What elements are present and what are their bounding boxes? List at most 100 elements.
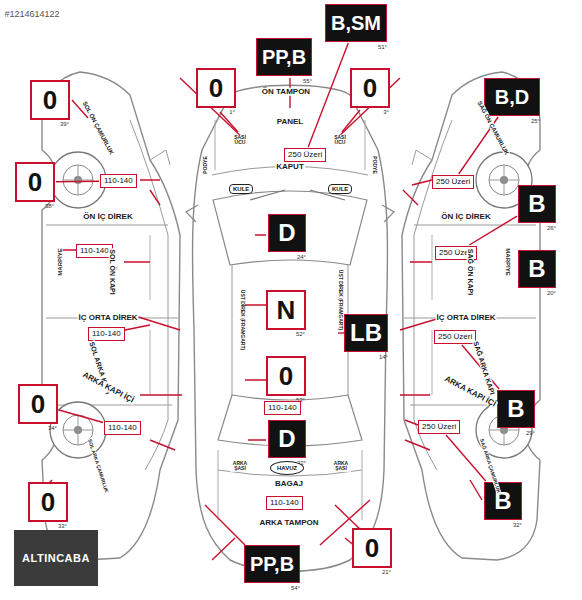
part-label: SOL ÖN KAPI	[108, 248, 115, 295]
part-label: SAĞ ARKA KAPI	[472, 340, 497, 397]
damage-box: B,D25°	[484, 78, 540, 116]
part-label: İÇ ORTA DİREK	[435, 314, 496, 322]
angle-value: 55°	[303, 78, 312, 84]
part-label: KAPUT	[275, 163, 305, 171]
logo-box: ALTINCABA	[14, 530, 98, 586]
angle-value: 52°	[296, 331, 305, 337]
measure-box: 110-140	[76, 244, 113, 258]
part-label: ŞASİ UCU	[230, 135, 250, 146]
box-text: 0	[43, 87, 57, 113]
box-text: PP,B	[262, 47, 306, 67]
part-label: MARPİYE	[57, 247, 63, 276]
inspection-box: 034°	[18, 384, 58, 424]
angle-value: 51°	[378, 44, 387, 50]
part-label: PODYE	[203, 155, 208, 175]
listing-number: #1214614122	[3, 10, 60, 19]
part-label: ARKA TAMPON	[258, 519, 319, 527]
part-label: SOL ARKA ÇAMURLUK	[87, 438, 110, 495]
box-text: 110-140	[92, 330, 121, 338]
damage-box: LB14°	[344, 314, 388, 352]
damage-box: D22°	[268, 420, 306, 458]
part-label: SAĞ ÖN KAPI	[466, 248, 473, 296]
angle-value: 20°	[547, 290, 556, 296]
box-text: 250 Üzeri	[422, 423, 456, 431]
leader-line	[56, 181, 99, 183]
box-text: 250 Üzeri	[438, 333, 472, 341]
angle-value: 25°	[531, 118, 540, 124]
inspection-box: 053°	[266, 356, 306, 396]
part-label: ÖN İÇ DİREK	[440, 213, 491, 221]
measure-box: 250 Üzeri	[284, 148, 326, 162]
angle-value: 33°	[58, 523, 67, 529]
measure-box: 110-140	[104, 421, 141, 435]
part-label: ŞASİ UCU	[330, 135, 350, 146]
box-text: B,SM	[331, 13, 381, 33]
leader-line	[59, 410, 103, 423]
box-text: 0	[41, 489, 55, 515]
box-text: B	[528, 257, 545, 281]
box-text: 110-140	[104, 177, 133, 185]
box-text: 110-140	[270, 499, 299, 507]
inspection-box: 01°	[196, 68, 236, 108]
box-text: N	[277, 297, 296, 323]
tower-box: KULE	[328, 184, 352, 194]
inspection-box: 038°	[15, 162, 55, 202]
part-label: ARKA KAPI İÇİ	[80, 371, 136, 406]
damage-box: B,SM51°	[325, 4, 387, 42]
angle-value: 38°	[45, 203, 54, 209]
angle-value: 21°	[382, 569, 391, 575]
angle-value: 3°	[383, 109, 389, 115]
damage-box: PP,B55°	[256, 38, 312, 76]
box-text: 110-140	[80, 247, 109, 255]
box-text: KULE	[233, 186, 249, 192]
measure-box: 250 Üzeri	[434, 330, 476, 344]
angle-value: 14°	[379, 354, 388, 360]
inspection-box: 033°	[28, 482, 68, 522]
measure-box: 110-140	[264, 401, 301, 415]
part-label: ARKA ŞASİ	[331, 461, 351, 472]
damage-box: B32°	[484, 482, 522, 520]
inspection-box: 021°	[352, 528, 392, 568]
part-label: ÜST DİREK (FRAMGART)	[239, 289, 244, 351]
measure-box: 110-140	[88, 327, 125, 341]
box-text: 0	[365, 535, 379, 561]
angle-value: 39°	[60, 121, 69, 127]
measure-box: 110-140	[266, 496, 303, 510]
box-text: ALTINCABA	[22, 553, 90, 564]
inspection-box: N52°	[266, 290, 306, 330]
box-text: 0	[363, 75, 377, 101]
box-text: B,D	[495, 87, 529, 107]
box-text: 0	[209, 75, 223, 101]
part-label: ÖN İÇ DİREK	[82, 213, 133, 221]
angle-value: 1°	[229, 109, 235, 115]
angle-value: 54°	[291, 585, 300, 591]
part-label: ÜST DİREK (FRAMGART)	[337, 269, 342, 331]
box-text: HAVUZ	[277, 465, 297, 471]
tower-box: KULE	[229, 184, 253, 194]
box-text: B	[507, 397, 524, 421]
damage-box: B29°	[497, 390, 535, 428]
box-text: 0	[279, 363, 293, 389]
box-text: KULE	[332, 186, 348, 192]
angle-value: 32°	[513, 522, 522, 528]
part-label: SOL ÖN ÇAMURLUK	[81, 99, 115, 156]
damage-box: D24°	[268, 214, 306, 252]
damage-box: PP,B54°	[244, 545, 300, 583]
measure-box: 250 Üzeri	[418, 420, 460, 434]
box-text: 0	[28, 169, 42, 195]
measure-box: 250 Üzeri	[432, 175, 474, 189]
damage-box: B26°	[518, 185, 556, 223]
measure-box: 110-140	[100, 174, 137, 188]
box-text: 250 Üzeri	[288, 151, 322, 159]
box-text: D	[278, 221, 295, 245]
box-text: D	[278, 427, 295, 451]
inspection-box: 03°	[350, 68, 390, 108]
part-label: ÖN TAMPON	[261, 88, 311, 96]
pool-ellipse: HAVUZ	[270, 461, 304, 475]
box-text: 250 Üzeri	[436, 178, 470, 186]
part-label: ARKA ŞASİ	[230, 461, 250, 472]
part-label: PANEL	[276, 118, 305, 126]
box-text: 110-140	[268, 404, 297, 412]
angle-value: 29°	[526, 430, 535, 436]
box-text: 110-140	[108, 424, 137, 432]
